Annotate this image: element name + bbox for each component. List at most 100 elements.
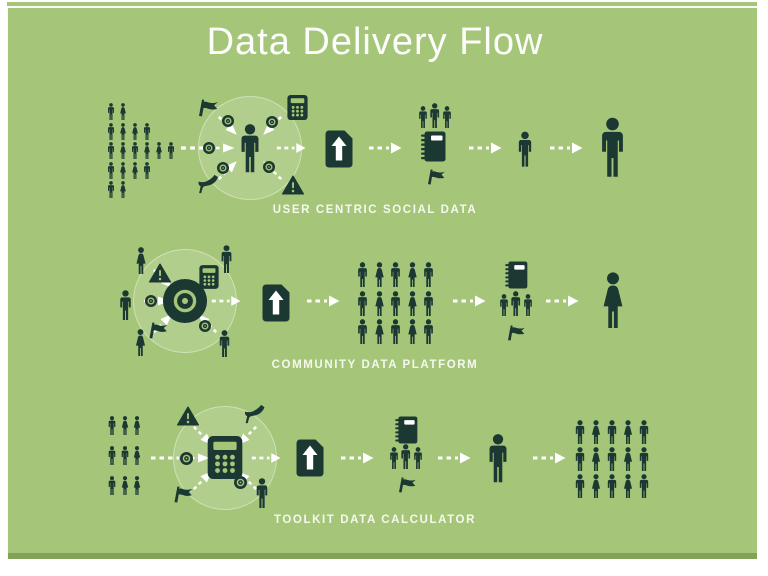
person-icon bbox=[356, 262, 369, 287]
person-icon bbox=[373, 319, 386, 344]
person-icon bbox=[118, 161, 128, 179]
person-icon bbox=[606, 474, 618, 498]
inward-arrow-icon bbox=[215, 113, 240, 138]
person-icon bbox=[219, 245, 234, 273]
crowd-pictogram bbox=[574, 420, 656, 500]
upload-document-icon bbox=[262, 284, 290, 322]
notebook-icon bbox=[421, 131, 446, 162]
person-icon bbox=[118, 103, 128, 120]
dashed-arrow-icon bbox=[306, 295, 340, 307]
person-icon bbox=[107, 446, 117, 465]
dashed-arrow-icon bbox=[545, 295, 579, 307]
warning-triangle-icon bbox=[282, 175, 304, 195]
dashed-arrow-icon bbox=[437, 452, 471, 464]
person-icon bbox=[356, 290, 369, 316]
flag-icon bbox=[426, 168, 447, 185]
person-icon bbox=[590, 447, 602, 471]
person-icon bbox=[132, 476, 142, 495]
target-icon bbox=[203, 142, 215, 154]
hub-diagram bbox=[190, 88, 310, 208]
person-icon bbox=[487, 432, 509, 484]
person-icon bbox=[422, 319, 435, 344]
person-icon bbox=[373, 262, 386, 287]
dashed-arrow-icon bbox=[532, 452, 566, 464]
person-icon bbox=[132, 416, 142, 435]
flow-arrow-icon bbox=[276, 142, 306, 154]
person-icon bbox=[130, 142, 140, 159]
dashed-arrow-icon bbox=[368, 142, 402, 154]
flag-icon bbox=[197, 98, 220, 117]
person-icon bbox=[106, 181, 116, 198]
person-icon bbox=[590, 474, 602, 498]
calculator-icon bbox=[199, 264, 219, 290]
disc-icon bbox=[162, 278, 208, 324]
heel-shoe-icon bbox=[195, 174, 220, 194]
person-icon bbox=[217, 330, 232, 357]
person-icon bbox=[130, 122, 140, 140]
person-icon bbox=[406, 262, 419, 287]
person-icon bbox=[132, 329, 149, 356]
warning-triangle-icon bbox=[177, 406, 199, 426]
warning-triangle-icon bbox=[149, 263, 171, 283]
row-label: COMMUNITY DATA PLATFORM bbox=[271, 359, 479, 371]
target-icon bbox=[266, 116, 278, 128]
person-icon bbox=[638, 420, 650, 444]
page-title: Data Delivery Flow bbox=[206, 21, 544, 63]
person-icon bbox=[142, 122, 152, 140]
person-icon bbox=[389, 319, 402, 344]
target-icon bbox=[234, 476, 247, 489]
hub-diagram bbox=[165, 398, 285, 518]
heel-shoe-icon bbox=[241, 404, 267, 424]
target-icon bbox=[199, 320, 211, 332]
person-icon bbox=[120, 446, 130, 465]
person-icon bbox=[154, 142, 164, 159]
target-icon bbox=[145, 295, 157, 307]
person-icon bbox=[638, 447, 650, 471]
person-icon bbox=[574, 447, 586, 471]
people-trio-icon bbox=[388, 444, 424, 469]
notebook-icon bbox=[395, 416, 418, 444]
person-icon bbox=[130, 161, 140, 179]
person-icon bbox=[255, 478, 269, 508]
person-icon bbox=[166, 142, 176, 159]
person-icon bbox=[422, 262, 435, 287]
person-icon bbox=[606, 447, 618, 471]
target-icon bbox=[263, 161, 275, 173]
person-icon bbox=[120, 476, 130, 495]
person-icon bbox=[120, 416, 130, 435]
person-icon bbox=[106, 122, 116, 140]
crowd-pictogram bbox=[107, 416, 145, 496]
person-icon bbox=[356, 319, 369, 344]
row-label: TOOLKIT DATA CALCULATOR bbox=[273, 514, 477, 526]
upload-document-icon bbox=[296, 439, 324, 477]
person-icon bbox=[622, 447, 634, 471]
dashed-arrow-icon bbox=[340, 452, 374, 464]
people-trio-icon bbox=[417, 103, 453, 128]
person-icon bbox=[574, 420, 586, 444]
upload-document-icon bbox=[325, 130, 353, 168]
dashed-arrow-icon bbox=[549, 142, 583, 154]
infographic-card bbox=[7, 2, 757, 553]
flag-icon bbox=[397, 476, 418, 493]
people-trio-icon bbox=[498, 291, 534, 316]
inward-arrow-icon bbox=[259, 113, 284, 138]
inward-arrow-icon bbox=[194, 310, 219, 335]
person-icon bbox=[622, 474, 634, 498]
person-icon bbox=[107, 416, 117, 435]
person-icon bbox=[574, 474, 586, 498]
person-icon bbox=[422, 290, 435, 316]
flow-arrow-icon bbox=[251, 452, 281, 464]
person-icon bbox=[142, 161, 152, 179]
person-icon bbox=[406, 290, 419, 316]
calculator-icon bbox=[287, 94, 308, 121]
person-icon bbox=[118, 142, 128, 159]
diagram-stage: Data Delivery Flow USER CENTRIC SOCIAL D… bbox=[106, 21, 656, 526]
target-icon bbox=[217, 162, 229, 174]
person-icon bbox=[389, 262, 402, 287]
person-icon bbox=[599, 271, 627, 329]
crowd-pictogram bbox=[356, 262, 440, 346]
person-icon bbox=[590, 420, 602, 444]
dashed-arrow-icon bbox=[468, 142, 502, 154]
person-icon bbox=[389, 290, 402, 316]
person-icon bbox=[133, 247, 149, 274]
